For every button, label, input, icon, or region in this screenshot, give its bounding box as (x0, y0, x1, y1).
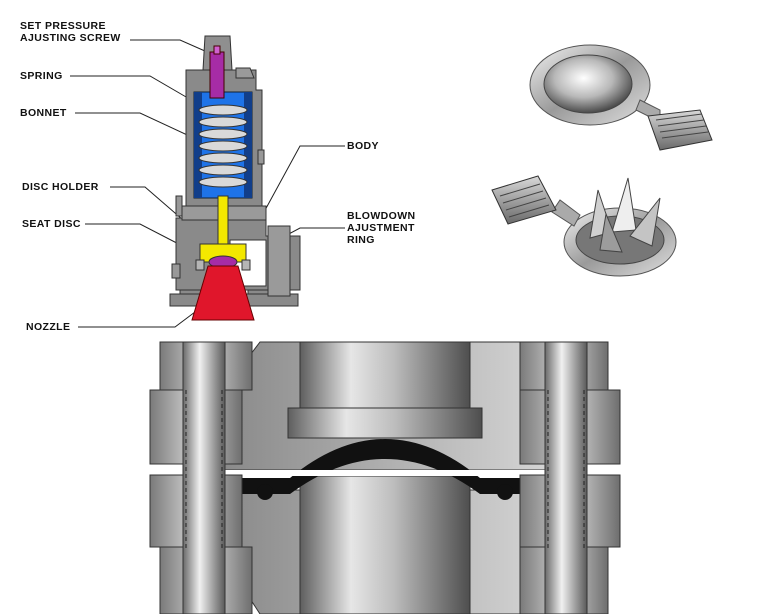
disc-tag (647, 109, 713, 151)
disc-tag (491, 175, 557, 225)
label-body: BODY (347, 140, 379, 152)
pipe-lower (299, 475, 471, 614)
rupture-disc-dome (228, 439, 545, 494)
leader-lines (70, 39, 345, 328)
label-nozzle: NOZZLE (26, 321, 71, 333)
spring-coils (198, 104, 248, 188)
label-disc-holder: DISC HOLDER (22, 181, 99, 193)
outlet-flange (267, 225, 291, 297)
label-seat-disc: SEAT DISC (22, 218, 81, 230)
label-spring: SPRING (20, 70, 63, 82)
rupture-disc-burst (491, 175, 677, 277)
label-blowdown-ring: BLOWDOWN AJUSTMENT RING (347, 210, 416, 246)
label-bonnet: BONNET (20, 107, 67, 119)
blowdown-ring (195, 259, 205, 271)
rupture-disc-intact (529, 44, 713, 151)
left-bolt (182, 341, 226, 614)
pipe-upper (299, 341, 471, 409)
label-set-pressure-screw: SET PRESSURE AJUSTING SCREW (20, 20, 121, 44)
right-bolt (544, 341, 588, 614)
nozzle (191, 265, 255, 321)
